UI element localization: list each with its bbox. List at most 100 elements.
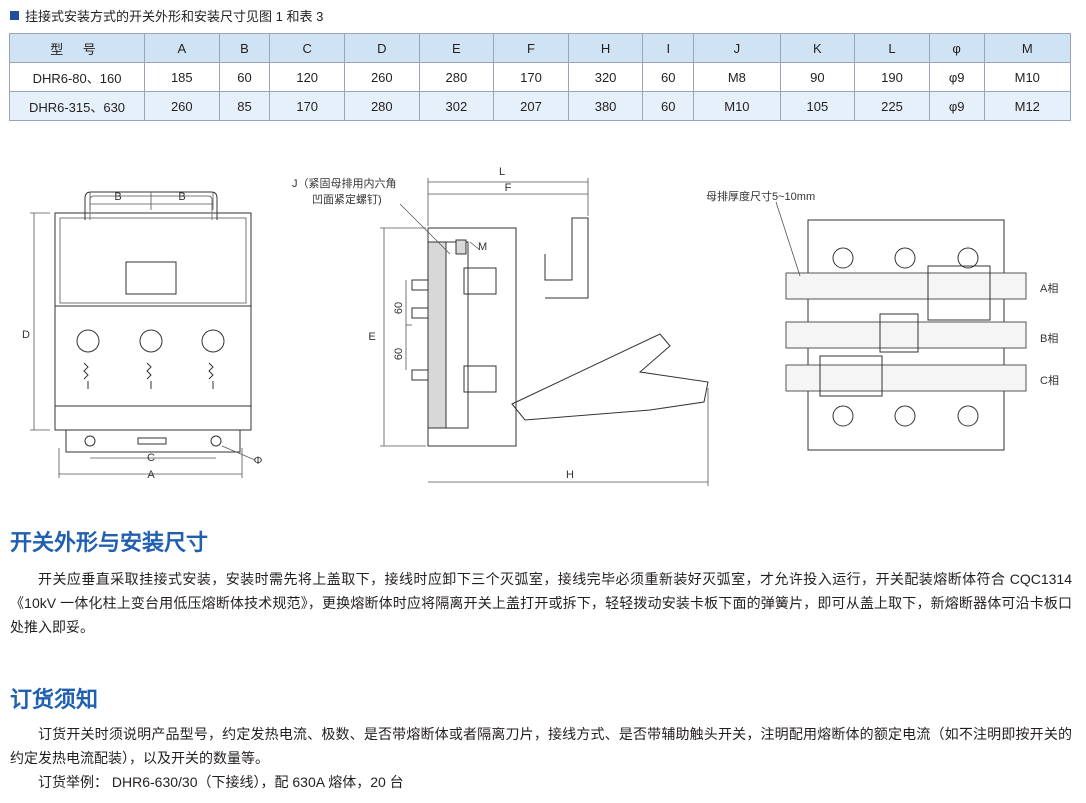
phase-a-label: A相 xyxy=(1040,282,1058,295)
table-cell: 225 xyxy=(854,91,930,121)
dim-label-a: A xyxy=(147,469,155,481)
table-cell: DHR6-315、630 xyxy=(9,91,145,121)
back-lower-hole xyxy=(832,405,854,427)
header-cell: B xyxy=(218,33,271,63)
table-cell: M10 xyxy=(983,62,1072,92)
front-mount-hole xyxy=(210,435,222,447)
dim-label-j-line2: 凹面紧定螺钉) xyxy=(312,192,382,206)
table-cell: 302 xyxy=(418,91,495,121)
front-window xyxy=(125,261,177,295)
dim-label-60: 60 xyxy=(393,348,405,360)
front-mount-hole xyxy=(84,435,96,447)
side-open-cover xyxy=(511,333,709,421)
table-cell: 185 xyxy=(144,62,220,92)
side-bolt xyxy=(455,239,467,255)
section-body-dimensions: 开关应垂直采取挂接式安装，安装时需先将上盖取下，接线时应卸下三个灭弧室，接线完毕… xyxy=(10,567,1072,639)
table-row: DHR6-315、630 260 85 170 280 302 207 380 … xyxy=(9,91,1072,121)
front-terminal-hole xyxy=(139,329,163,353)
phase-c-terminal xyxy=(819,355,883,397)
table-header-row: 型 号 A B C D E F H I J K L φ M xyxy=(9,33,1072,63)
side-handle-arm xyxy=(544,217,589,299)
section-body-ordering: 订货开关时须说明产品型号，约定发热电流、极数、是否带熔断体或者隔离刀片，接线方式… xyxy=(10,722,1072,794)
busbar-thickness-note: 母排厚度尺寸5~10mm xyxy=(706,189,815,203)
front-spring-symbol xyxy=(208,362,214,389)
dim-label-b: B xyxy=(178,191,185,203)
dim-label-60: 60 xyxy=(393,302,405,314)
front-upper-panel xyxy=(59,217,247,304)
header-cell: H xyxy=(567,33,644,63)
side-lug xyxy=(411,369,429,381)
dim-label-j-line1: J（紧固母排用内六角 xyxy=(292,176,397,190)
side-inner-frame xyxy=(446,241,469,429)
front-spring-symbol xyxy=(146,362,152,389)
front-terminal-hole xyxy=(201,329,225,353)
header-cell: C xyxy=(269,33,345,63)
dimension-table: 型 号 A B C D E F H I J K L φ M DHR6-80、16… xyxy=(9,33,1072,121)
header-cell: M xyxy=(983,33,1072,63)
busbar-a xyxy=(785,272,1027,300)
back-view: 母排厚度尺寸5~10mm A相 B相 C相 xyxy=(706,189,1059,451)
table-row: DHR6-80、160 185 60 120 260 280 170 320 6… xyxy=(9,62,1072,92)
header-cell: A xyxy=(144,33,220,63)
back-upper-hole xyxy=(894,247,916,269)
header-cell: F xyxy=(493,33,569,63)
side-lug xyxy=(411,307,429,319)
back-lower-hole xyxy=(957,405,979,427)
front-mounting-plate xyxy=(65,429,241,453)
table-cell: 380 xyxy=(567,91,644,121)
dim-label-m: M xyxy=(478,241,487,253)
table-cell: 60 xyxy=(642,62,695,92)
table-cell: 320 xyxy=(567,62,644,92)
dim-label-b: B xyxy=(114,191,121,203)
dim-label-e: E xyxy=(368,331,375,343)
back-lower-hole xyxy=(894,405,916,427)
dim-label-d: D xyxy=(22,329,30,341)
table-cell: M12 xyxy=(983,91,1072,121)
technical-drawings: B B D C A Φ J（紧固母排用内六角 xyxy=(22,166,1059,486)
table-cell: DHR6-80、160 xyxy=(9,62,145,92)
table-cell: 90 xyxy=(779,62,856,92)
paragraph: 订货开关时须说明产品型号，约定发热电流、极数、是否带熔断体或者隔离刀片，接线方式… xyxy=(10,726,1072,766)
table-cell: 280 xyxy=(418,62,495,92)
table-caption: 挂接式安装方式的开关外形和安装尺寸见图 1 和表 3 xyxy=(10,6,323,25)
side-hatched-plate xyxy=(427,241,447,429)
dim-label-f: F xyxy=(505,182,512,194)
header-cell: J xyxy=(693,33,781,63)
section-title-dimensions: 开关外形与安装尺寸 xyxy=(10,530,209,555)
back-upper-hole xyxy=(832,247,854,269)
busbar-c xyxy=(785,364,1027,392)
header-cell: K xyxy=(779,33,856,63)
table-cell: 85 xyxy=(218,91,271,121)
front-slot xyxy=(137,437,167,445)
dim-label-c: C xyxy=(147,452,155,464)
table-cell: 260 xyxy=(344,62,420,92)
front-spring-symbol xyxy=(83,362,89,389)
front-body-outline xyxy=(54,212,252,431)
dim-label-phi: Φ xyxy=(254,455,263,467)
table-cell: 105 xyxy=(779,91,856,121)
header-cell: φ xyxy=(928,33,985,63)
order-example: 订货举例： DHR6-630/30（下接线），配 630A 熔体，20 台 xyxy=(38,774,404,790)
phase-b-label: B相 xyxy=(1040,332,1058,345)
table-cell: 170 xyxy=(493,62,569,92)
table-cell: 260 xyxy=(144,91,220,121)
phase-a-terminal xyxy=(927,265,991,321)
header-cell: L xyxy=(854,33,930,63)
header-cell: D xyxy=(344,33,420,63)
table-cell: 60 xyxy=(218,62,271,92)
table-cell: 207 xyxy=(493,91,569,121)
side-contact xyxy=(463,365,497,393)
table-cell: 120 xyxy=(269,62,345,92)
header-cell: I xyxy=(642,33,695,63)
table-cell: M8 xyxy=(693,62,781,92)
front-view: B B D C A Φ xyxy=(22,191,263,481)
header-cell: 型 号 xyxy=(9,33,145,63)
header-cell: E xyxy=(418,33,495,63)
busbar-b xyxy=(785,321,1027,349)
table-cell: φ9 xyxy=(928,62,985,92)
front-terminal-hole xyxy=(76,329,100,353)
section-title-ordering: 订货须知 xyxy=(10,687,99,712)
dim-label-h: H xyxy=(566,469,574,481)
side-view: J（紧固母排用内六角 凹面紧定螺钉) L F M E 60 60 H xyxy=(292,166,709,486)
phase-c-label: C相 xyxy=(1040,374,1059,387)
